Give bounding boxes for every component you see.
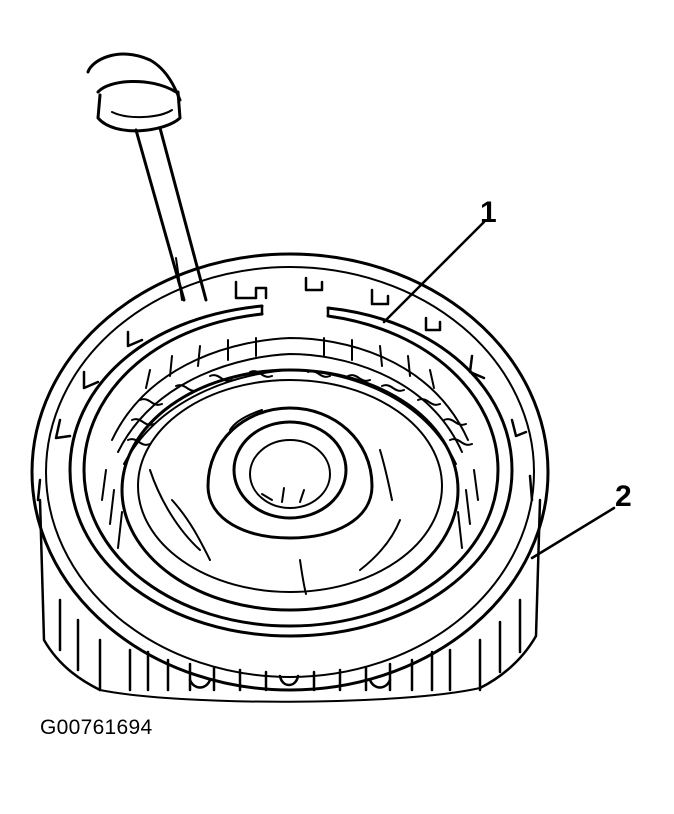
callout-1: 1 bbox=[480, 196, 497, 229]
drum-rim-tabs bbox=[38, 278, 532, 500]
callout-2: 2 bbox=[615, 480, 632, 513]
inner-hub bbox=[122, 370, 458, 610]
snap-ring bbox=[70, 306, 512, 636]
figure-id: G00761694 bbox=[40, 716, 153, 739]
leader-line-1 bbox=[384, 222, 484, 322]
drum-splines bbox=[40, 500, 540, 702]
leader-line-2 bbox=[532, 508, 614, 558]
drum-outer-rim bbox=[32, 254, 548, 690]
screwdriver-icon bbox=[88, 54, 206, 300]
